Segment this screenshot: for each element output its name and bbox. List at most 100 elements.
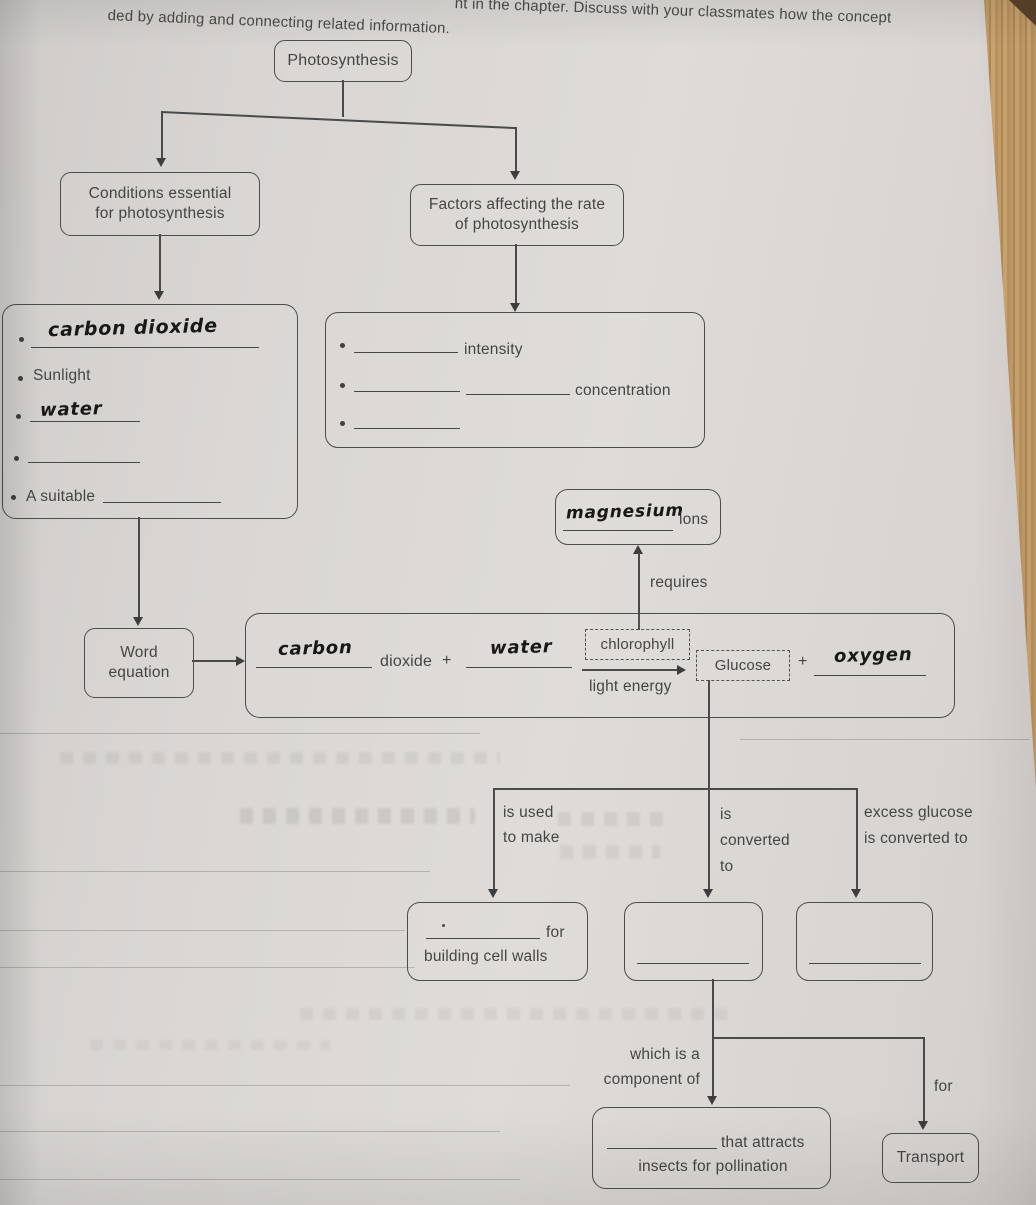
equation-box xyxy=(245,613,955,718)
header-text-fragment: nt in the chapter. Discuss with your cla… xyxy=(454,0,892,27)
node-label-line: Factors affecting the rate xyxy=(428,195,606,213)
connector-line xyxy=(856,788,858,890)
edge-label: is used xyxy=(503,804,554,821)
edge-label: for xyxy=(934,1078,953,1095)
show-through-line xyxy=(0,1085,570,1086)
node-label-line: Word xyxy=(120,643,158,661)
handwritten-answer: carbon dioxide xyxy=(47,314,219,342)
show-through-text xyxy=(240,808,475,824)
handwritten-answer: water xyxy=(39,398,103,421)
connector-line xyxy=(493,788,856,790)
arrowhead-right xyxy=(677,665,686,675)
arrowhead-down xyxy=(510,303,520,312)
list-item-text: A suitable xyxy=(26,488,96,505)
blank-line xyxy=(28,462,140,463)
edge-label: is converted to xyxy=(864,830,968,847)
connector-line xyxy=(160,111,517,129)
arrowhead-right xyxy=(236,656,245,666)
product-label: Glucose xyxy=(714,656,772,674)
bullet-marker xyxy=(340,383,345,388)
edge-label: which is a xyxy=(629,1046,700,1063)
node-label-line: of photosynthesis xyxy=(454,216,580,233)
connector-line xyxy=(161,111,163,159)
edge-label: component of xyxy=(603,1071,700,1088)
condition-label: light energy xyxy=(589,678,672,695)
connector-line xyxy=(712,979,714,1037)
blank-line xyxy=(103,502,221,503)
node-label-line: equation xyxy=(108,664,170,681)
bullet-marker xyxy=(19,337,24,342)
edge-label: excess glucose xyxy=(864,804,973,821)
node-label: Photosynthesis xyxy=(287,52,399,70)
conditions-list-box xyxy=(2,304,298,519)
arrowhead-down xyxy=(918,1121,928,1130)
node-label-line: Conditions essential xyxy=(88,184,232,202)
arrowhead-down xyxy=(510,171,520,180)
condition-label: chlorophyll xyxy=(600,635,675,653)
node-label: that attracts xyxy=(721,1134,805,1151)
connector-line xyxy=(493,788,495,890)
arrowhead-down xyxy=(851,889,861,898)
node-transport: Transport xyxy=(882,1133,979,1183)
bullet-marker xyxy=(18,376,23,381)
show-through-line xyxy=(0,733,480,734)
arrowhead-down xyxy=(154,291,164,300)
show-through-text xyxy=(90,1040,330,1050)
show-through-line xyxy=(0,967,415,968)
blank-line xyxy=(426,938,540,939)
connector-line xyxy=(923,1037,925,1122)
show-through-text xyxy=(560,845,660,859)
factors-list-box xyxy=(325,312,705,448)
edge-label: to make xyxy=(503,829,560,846)
bullet-marker xyxy=(14,456,19,461)
stray-mark xyxy=(442,924,445,927)
arrowhead-up xyxy=(633,545,643,554)
node-label: insects for pollination xyxy=(638,1158,788,1175)
blank-line xyxy=(637,963,749,964)
node-magnesium-ions xyxy=(555,489,721,545)
arrowhead-down xyxy=(703,889,713,898)
blank-line xyxy=(466,394,570,395)
show-through-text xyxy=(558,812,670,826)
edge-label: to xyxy=(720,858,734,875)
connector-line xyxy=(159,234,161,292)
blank-line xyxy=(354,428,460,429)
arrowhead-down xyxy=(707,1096,717,1105)
blank-line xyxy=(354,391,460,392)
list-item-text: intensity xyxy=(464,341,523,358)
blank-line xyxy=(354,352,458,353)
connector-line xyxy=(515,244,517,304)
connector-line xyxy=(708,680,710,788)
connector-line xyxy=(192,660,237,662)
blank-line xyxy=(30,421,140,422)
node-label: for xyxy=(546,924,565,941)
blank-line xyxy=(809,963,921,964)
node-label: Transport xyxy=(896,1148,965,1166)
arrowhead-down xyxy=(156,158,166,167)
node-factors: Factors affecting the rate of photosynth… xyxy=(410,184,624,246)
connector-line xyxy=(712,1037,714,1097)
handwritten-answer: carbon xyxy=(277,637,353,660)
wood-table-surface xyxy=(984,0,1036,790)
blank-line xyxy=(814,675,926,676)
bullet-marker xyxy=(340,343,345,348)
node-label: building cell walls xyxy=(424,948,548,965)
arrowhead-down xyxy=(488,889,498,898)
equation-product-glucose: Glucose xyxy=(696,650,790,681)
arrowhead-down xyxy=(133,617,143,626)
header-text-fragment: ded by adding and connecting related inf… xyxy=(107,7,451,38)
connector-line xyxy=(138,517,140,618)
show-through-line xyxy=(0,930,405,931)
node-cell-walls xyxy=(407,902,588,981)
handwritten-answer: water xyxy=(489,636,553,659)
show-through-line xyxy=(0,871,430,872)
show-through-line xyxy=(740,739,1030,740)
connector-line xyxy=(712,1037,923,1039)
blank-line xyxy=(256,667,372,668)
connector-line xyxy=(515,127,517,172)
handwritten-answer: oxygen xyxy=(833,643,913,668)
connector-line xyxy=(638,553,640,630)
node-label: ions xyxy=(679,511,709,528)
bullet-marker xyxy=(11,495,16,500)
